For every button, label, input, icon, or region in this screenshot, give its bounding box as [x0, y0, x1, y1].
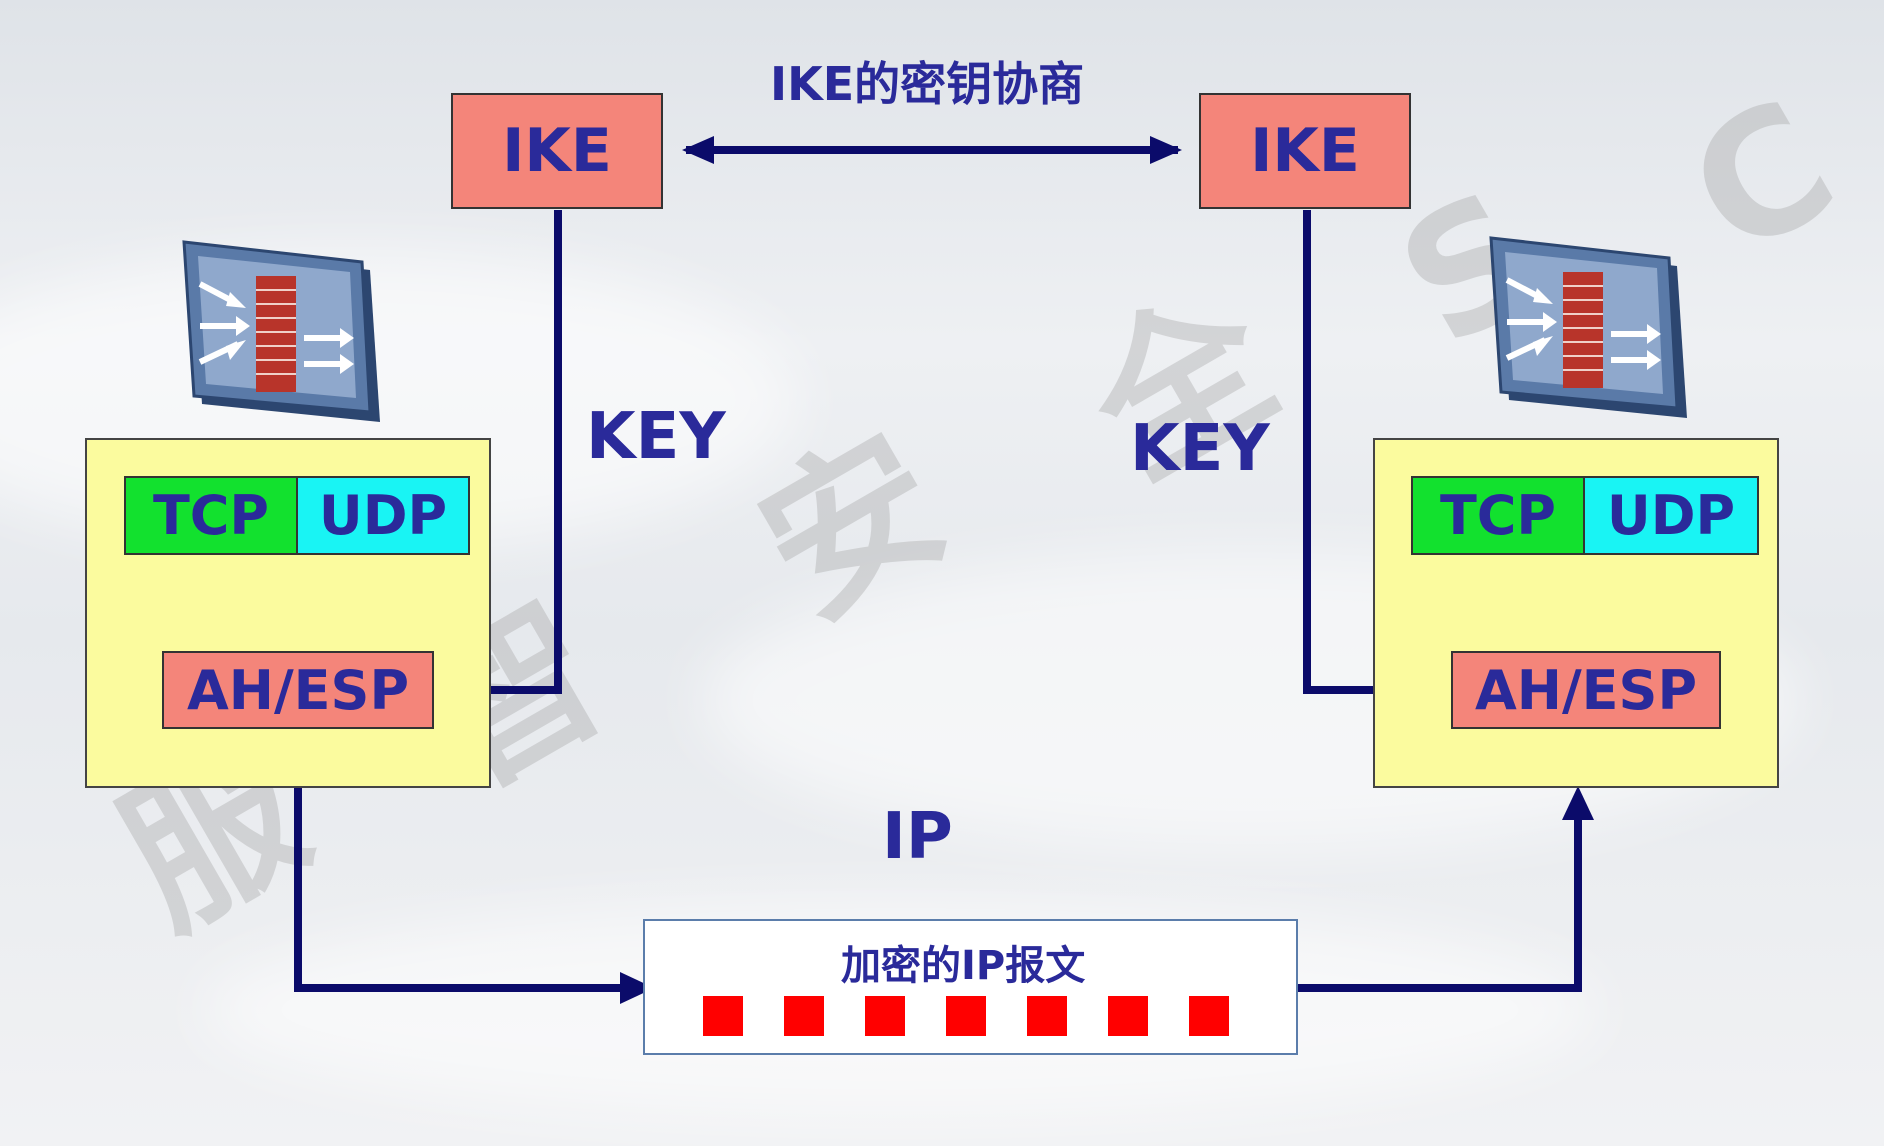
right-ahesp-box: AH/ESP [1451, 651, 1721, 729]
packet-label: 加密的IP报文 [841, 943, 1086, 989]
firewall-icon [182, 240, 380, 422]
right-ike-box: IKE [1199, 93, 1411, 209]
encrypted-packet: 加密的IP报文 [643, 919, 1298, 1055]
left-key-line [470, 210, 562, 694]
encrypted-block [784, 996, 824, 1036]
left-ahesp-box: AH/ESP [162, 651, 434, 729]
right-udp-box: UDP [1583, 476, 1759, 555]
left-key-label: KEY [586, 400, 726, 474]
encrypted-block [865, 996, 905, 1036]
encrypted-block [1027, 996, 1067, 1036]
encrypted-block [1108, 996, 1148, 1036]
left-udp-box: UDP [296, 476, 470, 555]
left-ike-box: IKE [451, 93, 663, 209]
right-key-label: KEY [1130, 412, 1270, 486]
left-tcp-box: TCP [124, 476, 298, 555]
diagram-title: IKE的密钥协商 [770, 57, 1085, 111]
encrypted-block [1189, 996, 1229, 1036]
ip-out-line [294, 786, 622, 992]
right-tcp-box: TCP [1411, 476, 1585, 555]
firewall-icon [1489, 236, 1687, 418]
ip-label: IP [882, 800, 953, 874]
encrypted-block [946, 996, 986, 1036]
ip-in-line [1298, 820, 1582, 992]
encrypted-block [703, 996, 743, 1036]
